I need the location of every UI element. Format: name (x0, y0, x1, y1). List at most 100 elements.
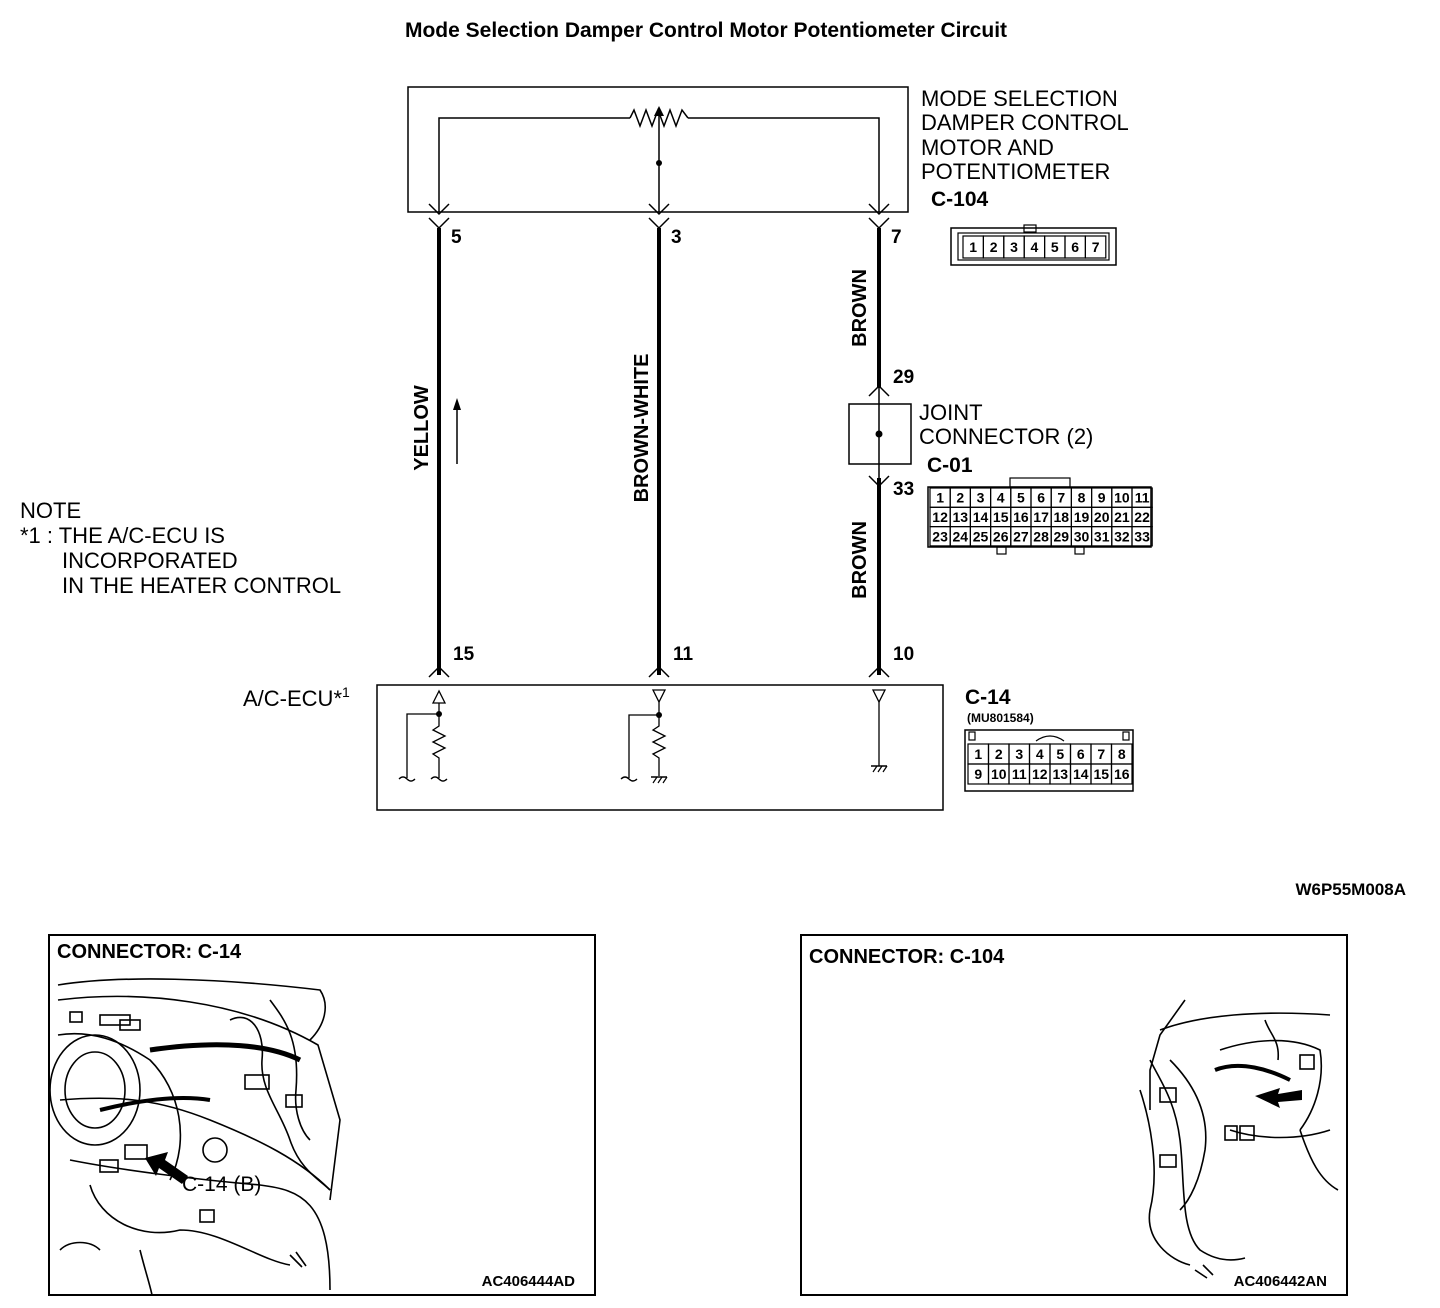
connector-pin-cell (1131, 525, 1153, 547)
svg-text:DAMPER CONTROL: DAMPER CONTROL (921, 110, 1129, 135)
connector-pin-number: 4 (1036, 746, 1044, 762)
wire-color-label-brown-upper: BROWN (849, 269, 871, 347)
ecu-part-number: (MU801584) (967, 711, 1034, 725)
connector-pin-number: 19 (1074, 509, 1090, 525)
panel-c14-title: CONNECTOR: C-14 (57, 941, 242, 963)
connector-pin-number: 21 (1114, 509, 1130, 525)
connector-pin-number: 22 (1134, 509, 1150, 525)
connector-pin-number: 2 (956, 490, 964, 506)
connector-pin-number: 1 (936, 490, 944, 506)
potentiometer-right-lead (688, 117, 880, 212)
svg-text:INCORPORATED: INCORPORATED (62, 548, 238, 573)
svg-text:CONNECTOR (2): CONNECTOR (2) (919, 424, 1093, 449)
connector-pin-number: 6 (1037, 490, 1045, 506)
connector-pin-number: 29 (1054, 528, 1070, 544)
panel-c14-code: AC406444AD (482, 1273, 576, 1290)
dashboard-illustration-c104 (1139, 999, 1339, 1279)
c104-location-arrow (1255, 1088, 1302, 1108)
joint-label: JOINT CONNECTOR (2) (919, 400, 1093, 449)
connector-pin-number: 1 (974, 746, 982, 762)
svg-text:7: 7 (891, 227, 902, 248)
connector-pin-number: 23 (932, 528, 948, 544)
svg-text:IN THE HEATER CONTROL: IN THE HEATER CONTROL (62, 573, 341, 598)
wiper-junction (656, 160, 662, 166)
joint-connector-id: C-01 (927, 454, 973, 477)
connector-pin-number: 11 (1135, 490, 1150, 506)
wire-color-label-brown-lower: BROWN (849, 521, 871, 599)
connector-pin-number: 25 (973, 528, 989, 544)
c14-location-arrow (145, 1152, 188, 1184)
wiper-arrow (654, 106, 664, 116)
joint-pin-out: 33 (893, 479, 914, 500)
connector-pin-number: 18 (1054, 509, 1070, 525)
connector-pin-number: 33 (1134, 528, 1150, 544)
dashboard-illustration-c14 (49, 978, 341, 1296)
connector-pin-number: 5 (1056, 746, 1064, 762)
potentiometer-left-lead (438, 117, 630, 212)
svg-text:JOINT: JOINT (919, 400, 983, 425)
svg-text:MODE SELECTION: MODE SELECTION (921, 86, 1118, 111)
connector-pin-number: 16 (1114, 766, 1130, 782)
svg-text:NOTE: NOTE (20, 498, 81, 523)
panel-c14-frame (48, 934, 596, 1296)
connector-pin-number: 14 (973, 509, 989, 525)
connector-pin-number: 10 (991, 766, 1007, 782)
connector-pin-cell (1110, 763, 1133, 785)
svg-text:10: 10 (893, 644, 914, 665)
svg-text:5: 5 (451, 227, 462, 248)
svg-text:MOTOR AND: MOTOR AND (921, 135, 1054, 160)
connector-pin-number: 4 (997, 490, 1005, 506)
ecu-connector-id: C-14 (965, 686, 1011, 709)
connector-pin-number: 3 (1010, 239, 1018, 255)
connector-pin-number: 5 (1017, 490, 1025, 506)
ecu-label: A/C-ECU*1 (243, 684, 350, 711)
connector-pin-number: 30 (1074, 528, 1090, 544)
connector-pin-number: 15 (993, 509, 1009, 525)
joint-connector (848, 384, 912, 488)
signal-direction-arrow (453, 398, 461, 464)
panel-c14-callout: C-14 (B) (182, 1173, 261, 1196)
connector-pin-number: 20 (1094, 509, 1110, 525)
connector-pin-number: 1 (969, 239, 977, 255)
wire-color-label-yellow: YELLOW (411, 385, 433, 471)
note-block: NOTE *1 : THE A/C-ECU IS INCORPORATED IN… (20, 498, 341, 598)
connector-pin-number: 5 (1051, 239, 1059, 255)
svg-text:11: 11 (673, 644, 694, 665)
connector-pin-number: 17 (1033, 509, 1049, 525)
connector-pin-number: 3 (977, 490, 985, 506)
svg-text:*1 : THE A/C-ECU IS: *1 : THE A/C-ECU IS (20, 523, 225, 548)
connector-pin-number: 27 (1013, 528, 1029, 544)
svg-text:15: 15 (453, 644, 475, 665)
connector-pin-number: 28 (1033, 528, 1049, 544)
panel-c104-title: CONNECTOR: C-104 (809, 946, 1005, 968)
connector-pin-number: 9 (1098, 490, 1106, 506)
page-title: Mode Selection Damper Control Motor Pote… (405, 19, 1007, 42)
connector-pin-number: 16 (1013, 509, 1029, 525)
connector-pin-number: 13 (953, 509, 969, 525)
connector-pin-number: 32 (1114, 528, 1130, 544)
connector-pin-number: 2 (990, 239, 998, 255)
connector-pin-number: 7 (1097, 746, 1105, 762)
connector-pin-cell (1084, 235, 1107, 259)
connector-pin-number: 9 (974, 766, 982, 782)
motor-connector-id: C-104 (931, 188, 989, 211)
connector-pin-number: 24 (953, 528, 969, 544)
connector-pin-number: 7 (1092, 239, 1100, 255)
svg-text:POTENTIOMETER: POTENTIOMETER (921, 159, 1110, 184)
connector-pin-number: 26 (993, 528, 1009, 544)
connector-pin-number: 11 (1012, 766, 1027, 782)
motor-pin-labels: 5 3 7 (451, 227, 902, 248)
connector-pin-number: 12 (1032, 766, 1048, 782)
panel-c104-code: AC406442AN (1234, 1273, 1327, 1290)
wire-color-label-brown-white: BROWN-WHITE (631, 354, 653, 503)
motor-box (407, 86, 909, 213)
svg-text:3: 3 (671, 227, 682, 248)
connector-pin-number: 4 (1031, 239, 1039, 255)
connector-pin-number: 6 (1077, 746, 1085, 762)
connector-pin-number: 14 (1073, 766, 1089, 782)
ecu-pin-labels: 15 11 10 (453, 644, 914, 665)
